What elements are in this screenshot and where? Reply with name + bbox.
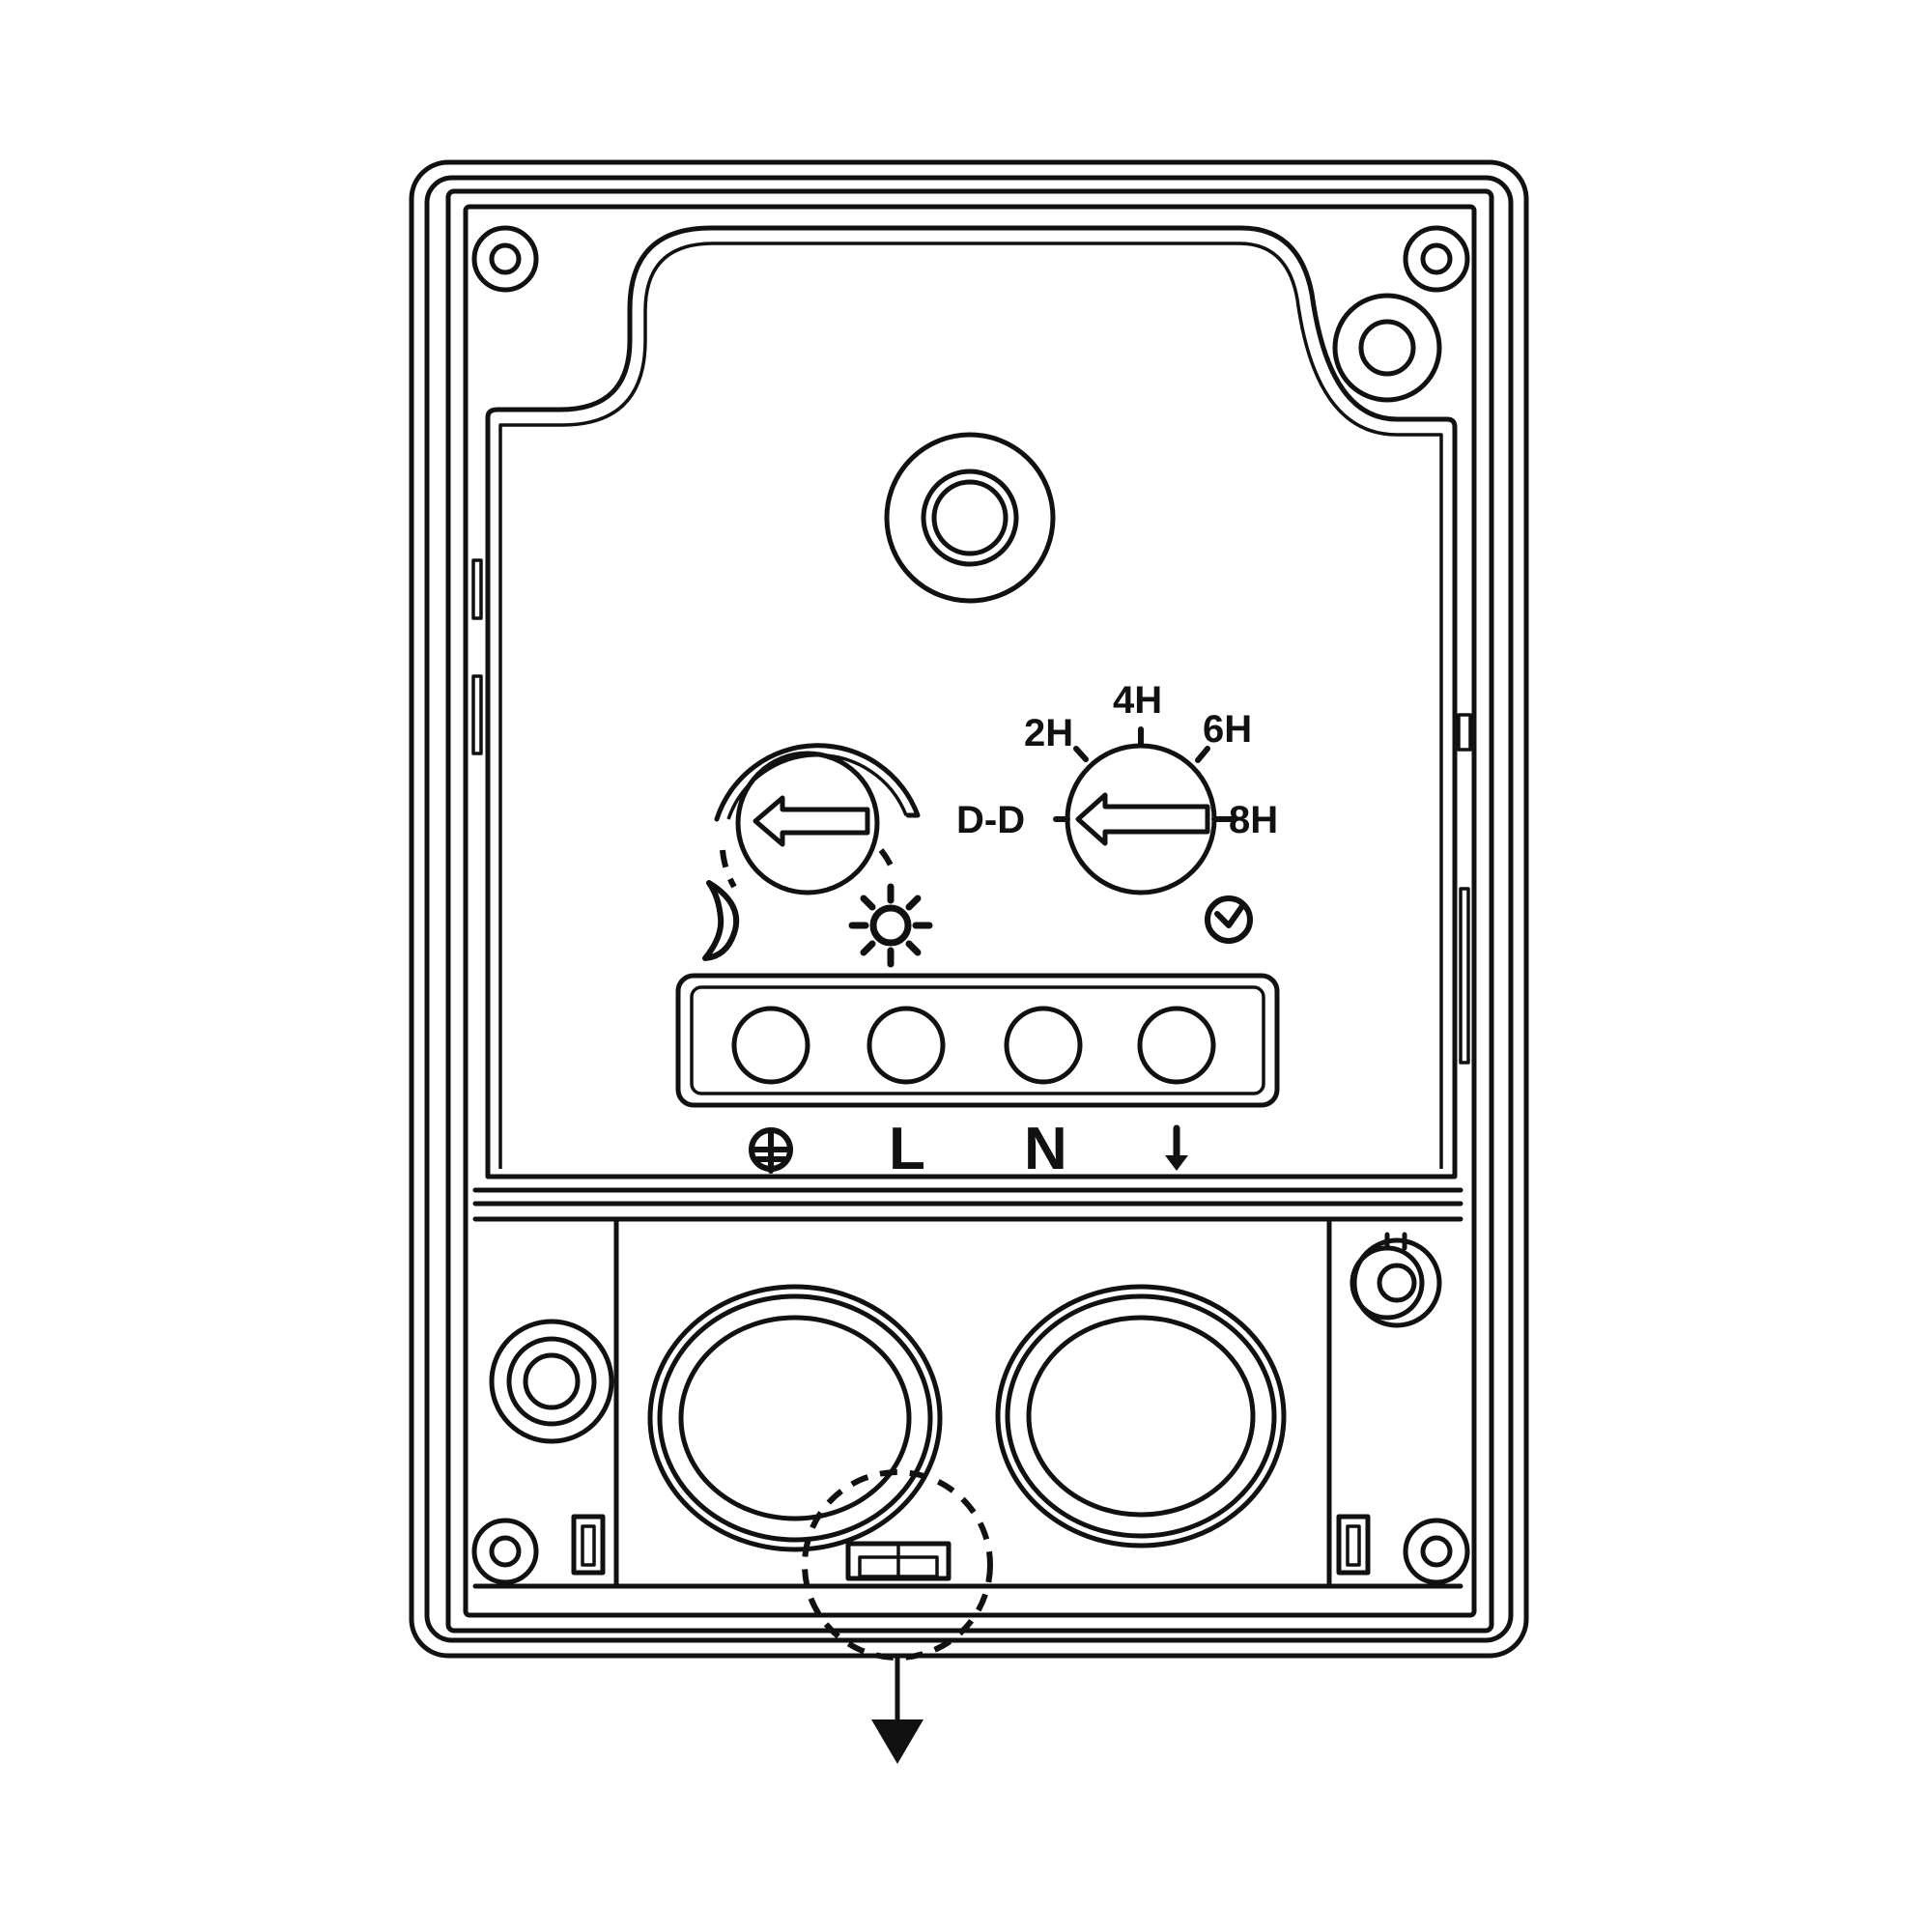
down-arrow-icon xyxy=(871,1655,923,1764)
terminal-screw-neutral xyxy=(1004,1006,1083,1085)
timer-label-4h: 4H xyxy=(1113,679,1162,722)
light-sensor xyxy=(884,432,1056,604)
timer-label-6h: 6H xyxy=(1203,708,1252,751)
terminal-screws[interactable] xyxy=(731,1006,1216,1085)
clock-icon xyxy=(1205,895,1253,944)
timer-label-dd: D-D xyxy=(956,799,1025,841)
corner-screw-bottom-left xyxy=(471,1518,539,1585)
sun-icon xyxy=(848,883,933,968)
lower-compartment xyxy=(472,1216,1463,1589)
housing-outer xyxy=(409,159,1529,1659)
timer-label-2h: 2H xyxy=(1024,712,1073,754)
compartment-divider xyxy=(472,1187,1463,1222)
side-notches xyxy=(471,558,1472,1065)
moon-icon xyxy=(702,880,740,961)
lux-knob-pointer xyxy=(753,795,870,847)
mounting-boss-top-right xyxy=(1332,293,1442,403)
corner-screw-top-right xyxy=(1403,225,1470,293)
slot-left xyxy=(571,1514,606,1576)
timer-dial-labels: 2H 4H 6H D-D 8H xyxy=(956,679,1278,841)
upper-compartment-inner xyxy=(498,242,1443,1169)
lux-adjust-knob[interactable] xyxy=(714,743,921,895)
mounting-tab-bottom-right xyxy=(1350,1232,1442,1328)
terminal-block xyxy=(675,973,1280,1108)
mounting-boss-bottom-left xyxy=(489,1319,614,1444)
load-arrow-icon xyxy=(1165,1124,1188,1171)
release-latch[interactable] xyxy=(802,1469,993,1661)
terminal-screw-live xyxy=(867,1006,946,1085)
slot-right xyxy=(1336,1514,1371,1576)
earth-ground-icon xyxy=(749,1127,793,1174)
corner-screw-bottom-right xyxy=(1403,1518,1470,1585)
terminal-screw-load xyxy=(1137,1006,1216,1085)
cable-gland-right xyxy=(995,1284,1287,1548)
timer-adjust-knob[interactable] xyxy=(1065,743,1217,895)
terminal-screw-earth xyxy=(731,1006,810,1085)
timer-knob-pointer xyxy=(1075,792,1210,846)
terminal-labels: L N xyxy=(749,1116,1188,1182)
terminal-label-n: N xyxy=(1024,1116,1067,1182)
corner-screw-top-left xyxy=(471,225,539,293)
terminal-label-l: L xyxy=(889,1116,925,1182)
timer-dial-ticks xyxy=(1053,726,1236,822)
timer-label-8h: 8H xyxy=(1229,799,1278,841)
upper-compartment xyxy=(485,225,1458,1179)
cable-gland-left xyxy=(647,1284,943,1552)
